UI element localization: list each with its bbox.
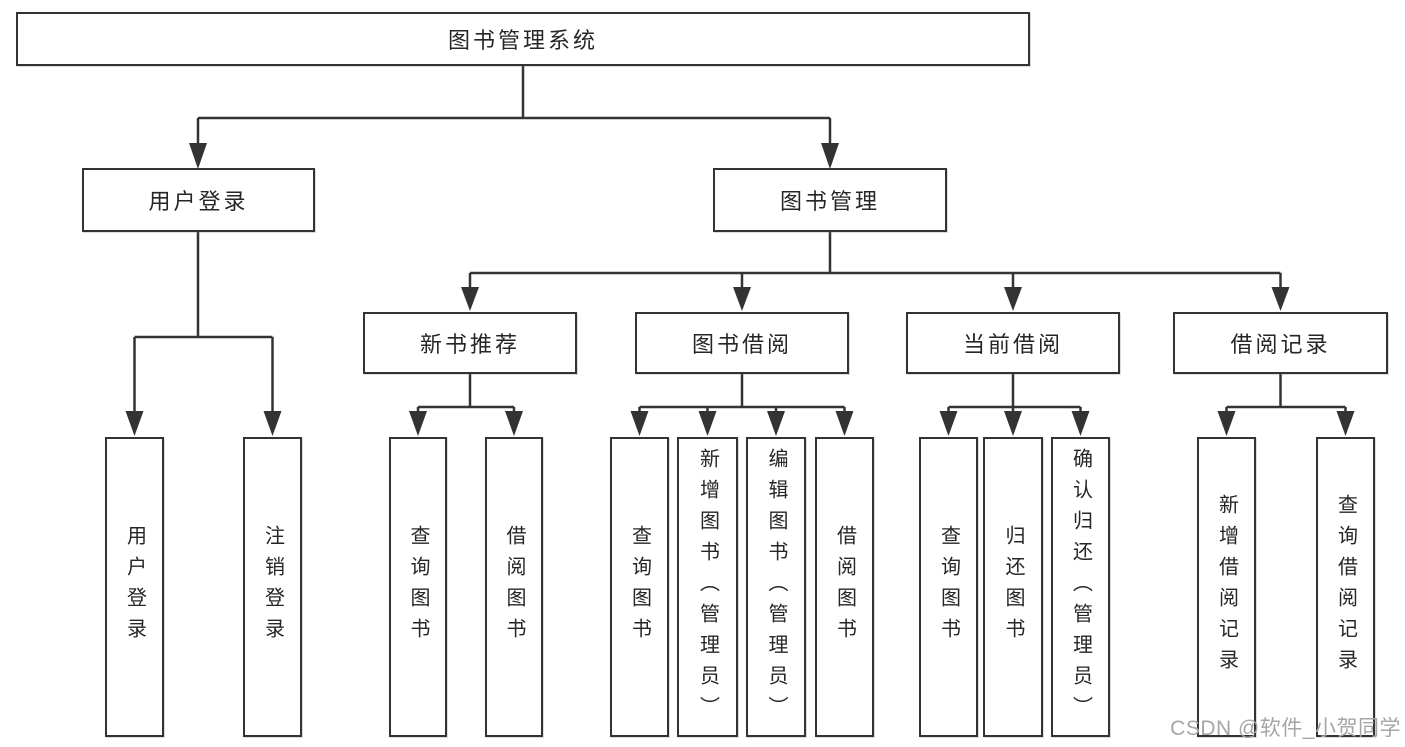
- leaf-query-borrow-record: 查询借阅记录: [1316, 437, 1375, 737]
- leaf-logout-label: 注销登录: [261, 525, 284, 649]
- leaf-add-books-admin: 新增图书（管理员）: [677, 437, 738, 737]
- leaf-return-books: 归还图书: [983, 437, 1043, 737]
- node-book-management: 图书管理: [713, 168, 947, 232]
- leaf-query-books-recommend-label: 查询图书: [407, 525, 429, 649]
- leaf-user-login: 用户登录: [105, 437, 164, 737]
- leaf-borrow-books-recommend-label: 借阅图书: [503, 525, 525, 649]
- csdn-watermark: CSDN @软件_小贺同学: [1170, 717, 1401, 740]
- leaf-query-books-current: 查询图书: [919, 437, 978, 737]
- leaf-borrow-books-recommend: 借阅图书: [485, 437, 543, 737]
- leaf-return-books-label: 归还图书: [1002, 525, 1024, 649]
- leaf-edit-books-admin-label: 编辑图书（管理员）: [765, 447, 787, 727]
- leaf-add-borrow-record-label: 新增借阅记录: [1215, 494, 1238, 680]
- node-current-borrowing: 当前借阅: [906, 312, 1120, 374]
- leaf-add-books-admin-label: 新增图书（管理员）: [696, 447, 719, 727]
- leaf-query-books-borrow-label: 查询图书: [628, 525, 651, 649]
- leaf-confirm-return-admin-label: 确认归还（管理员）: [1069, 447, 1092, 727]
- node-user-login: 用户登录: [82, 168, 315, 232]
- leaf-user-login-label: 用户登录: [123, 525, 146, 649]
- leaf-query-books-borrow: 查询图书: [610, 437, 669, 737]
- node-book-borrowing: 图书借阅: [635, 312, 849, 374]
- leaf-borrow-books-label: 借阅图书: [833, 525, 856, 649]
- leaf-query-borrow-record-label: 查询借阅记录: [1334, 494, 1357, 680]
- leaf-query-books-current-label: 查询图书: [937, 525, 960, 649]
- leaf-borrow-books: 借阅图书: [815, 437, 874, 737]
- node-borrowing-records: 借阅记录: [1173, 312, 1388, 374]
- leaf-edit-books-admin: 编辑图书（管理员）: [746, 437, 806, 737]
- node-new-book-recommend: 新书推荐: [363, 312, 577, 374]
- leaf-query-books-recommend: 查询图书: [389, 437, 447, 737]
- leaf-logout: 注销登录: [243, 437, 302, 737]
- leaf-add-borrow-record: 新增借阅记录: [1197, 437, 1256, 737]
- leaf-confirm-return-admin: 确认归还（管理员）: [1051, 437, 1110, 737]
- node-library-management-system: 图书管理系统: [16, 12, 1030, 66]
